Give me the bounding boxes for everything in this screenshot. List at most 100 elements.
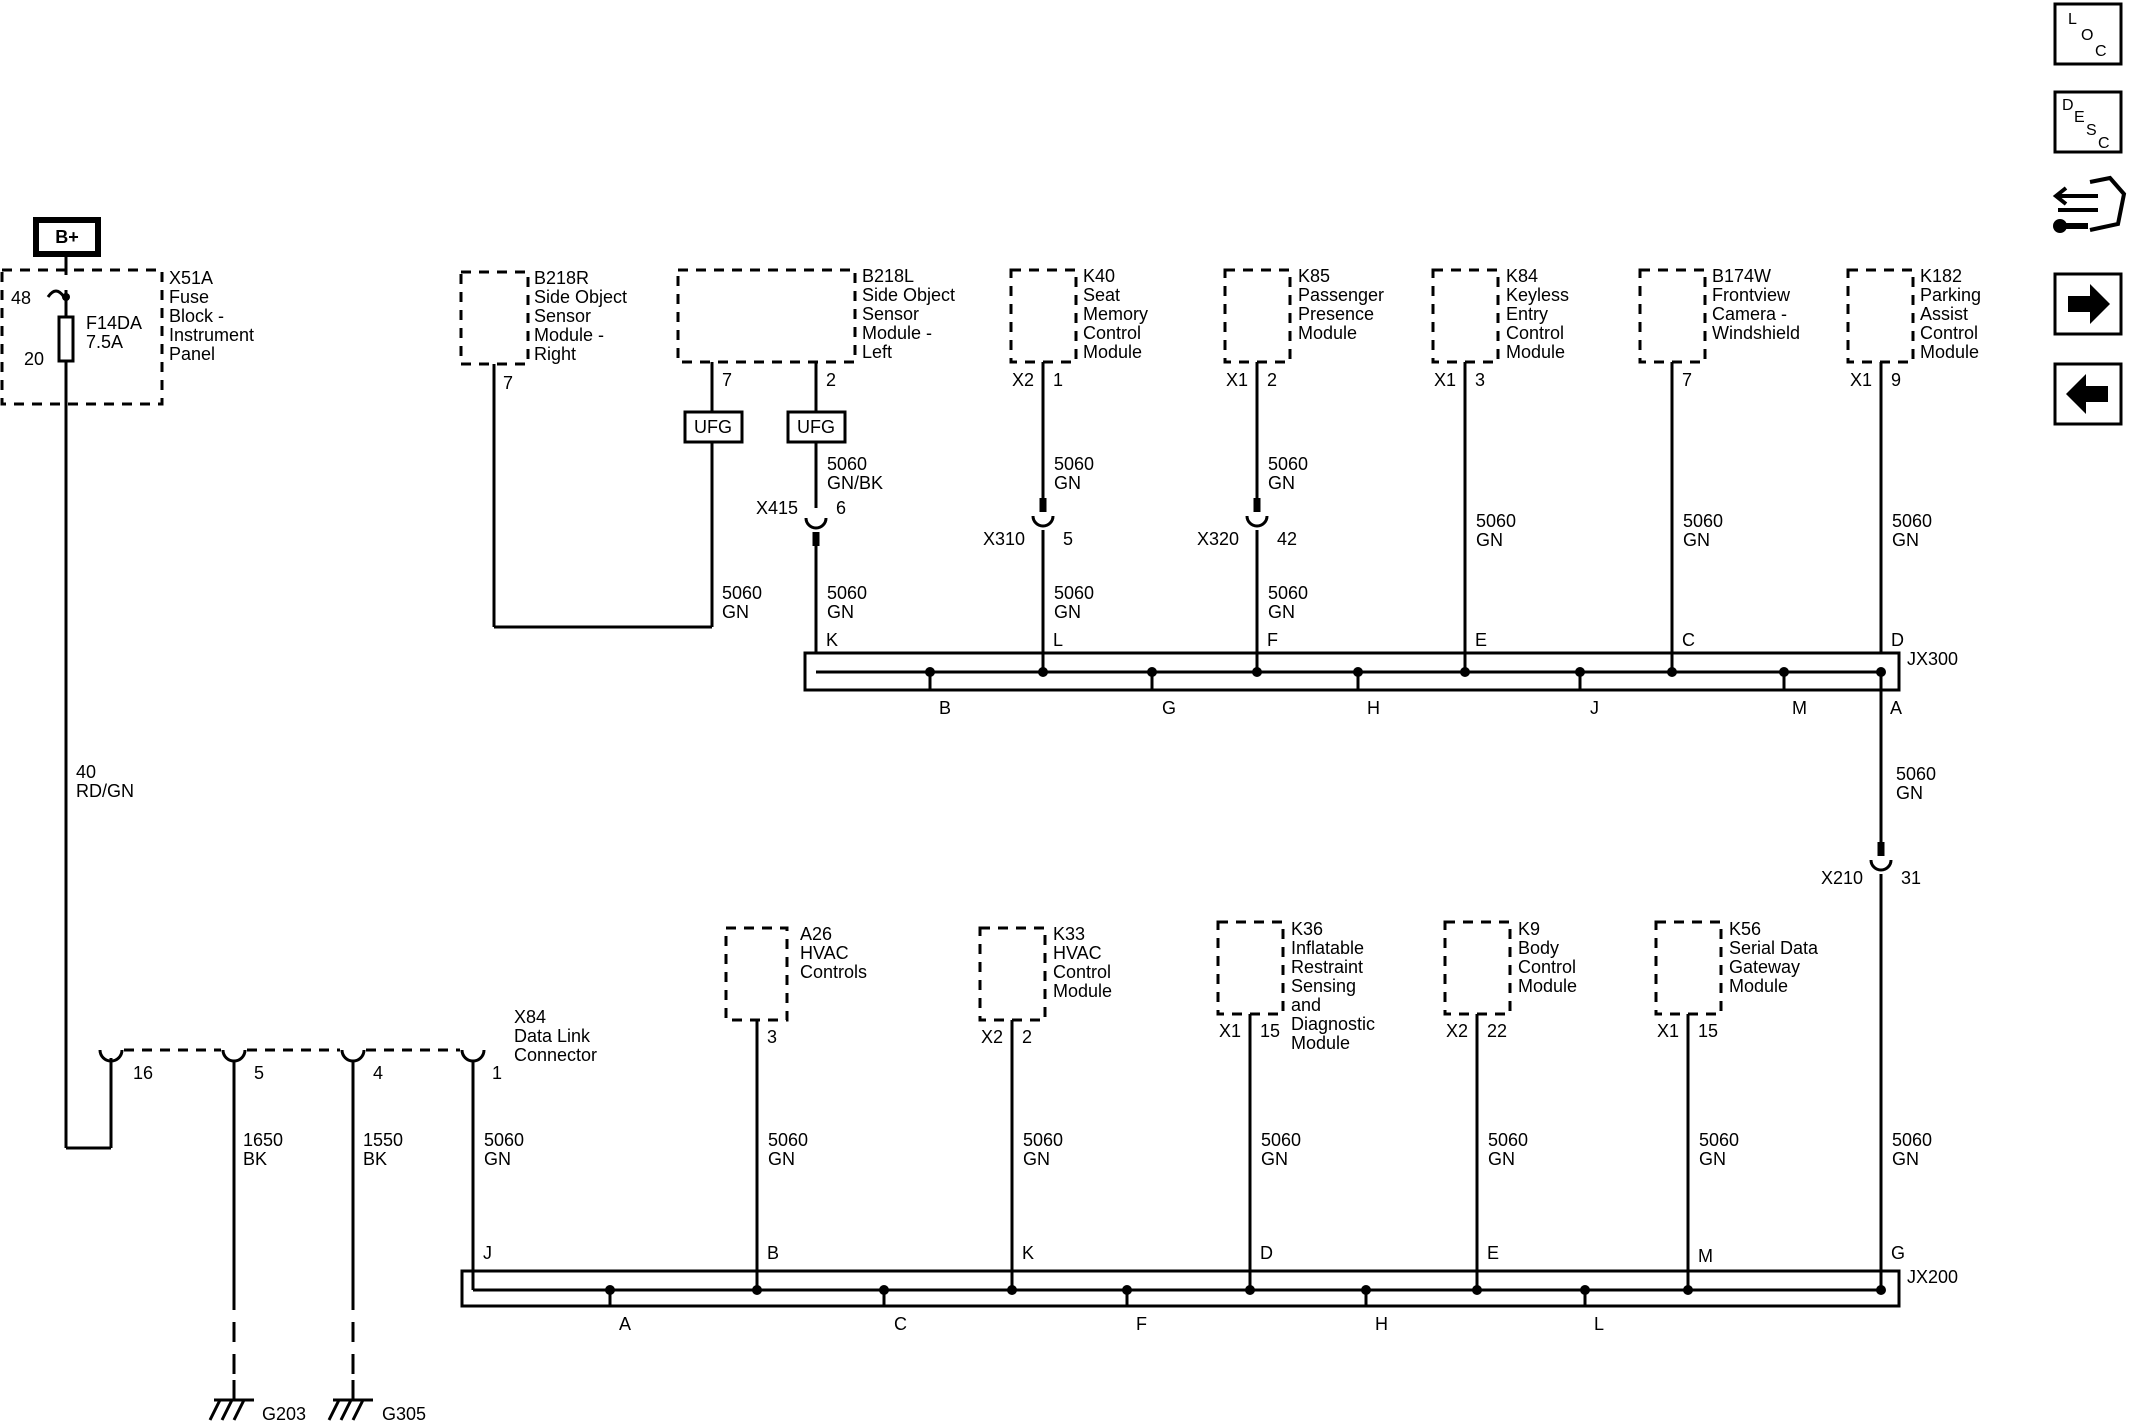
wire-k56-circuit: 5060 bbox=[1699, 1130, 1739, 1150]
module-k36-name-6: Module bbox=[1291, 1033, 1350, 1053]
ground-wire-1-color: BK bbox=[243, 1149, 267, 1169]
module-k182-name-1: Parking bbox=[1920, 285, 1981, 305]
splice-jx300-outline bbox=[803, 651, 1901, 692]
fuse-ref: F14DA bbox=[86, 313, 142, 333]
connector-wrench-icon[interactable] bbox=[2052, 175, 2127, 233]
power-wire-circuit: 40 bbox=[76, 762, 96, 782]
wire-a26-color: GN bbox=[768, 1149, 795, 1169]
module-k40-ref: K40 bbox=[1083, 266, 1115, 286]
module-b174w-box bbox=[1638, 268, 1707, 364]
jx300-pin-top-l: L bbox=[1053, 630, 1063, 650]
wire-b218l-upper-circuit: 5060 bbox=[827, 454, 867, 474]
wire-riser-bottom-circuit: 5060 bbox=[1892, 1130, 1932, 1150]
ufg-box-2 bbox=[786, 410, 847, 444]
dlc-pin-16: 16 bbox=[133, 1063, 153, 1083]
jx300-pin-bottom-a: A bbox=[1890, 698, 1902, 718]
arrow-right-icon[interactable] bbox=[2053, 272, 2123, 336]
desc-letter-e: E bbox=[2074, 109, 2085, 126]
module-k56-connector: X1 bbox=[1657, 1021, 1679, 1041]
module-k84-name-3: Control bbox=[1506, 323, 1564, 343]
jx200-pin-bottom-l: L bbox=[1594, 1314, 1604, 1334]
wire-k36-circuit: 5060 bbox=[1261, 1130, 1301, 1150]
module-k9-box bbox=[1443, 920, 1512, 1016]
jx300-pin-top-d: D bbox=[1891, 630, 1904, 650]
module-a26-box bbox=[724, 926, 789, 1022]
module-k85-pin: 2 bbox=[1267, 370, 1277, 390]
splice-jx200-outline bbox=[460, 1269, 1901, 1308]
module-k56-name-1: Serial Data bbox=[1729, 938, 1819, 958]
loc-button[interactable]: L O C bbox=[2053, 2, 2123, 66]
desc-button[interactable]: D E S C bbox=[2053, 90, 2123, 154]
dlc-pin-5: 5 bbox=[254, 1063, 264, 1083]
jx300-pin-top-e: E bbox=[1475, 630, 1487, 650]
module-k182-name-4: Module bbox=[1920, 342, 1979, 362]
dlc-name-2: Connector bbox=[514, 1045, 597, 1065]
module-b218r-name-3: Module - bbox=[534, 325, 604, 345]
module-k84-pin: 3 bbox=[1475, 370, 1485, 390]
module-k9-pin: 22 bbox=[1487, 1021, 1507, 1041]
module-k9-connector: X2 bbox=[1446, 1021, 1468, 1041]
module-k33-ref: K33 bbox=[1053, 924, 1085, 944]
loc-letter-o: O bbox=[2081, 27, 2093, 44]
fuse-symbol bbox=[57, 315, 75, 363]
module-k84-name-4: Module bbox=[1506, 342, 1565, 362]
inline-x310-pin: 5 bbox=[1063, 529, 1073, 549]
module-b174w-ref: B174W bbox=[1712, 266, 1771, 286]
inline-x320-pin: 42 bbox=[1277, 529, 1297, 549]
module-b218r-ref: B218R bbox=[534, 268, 589, 288]
dlc-pin-4: 4 bbox=[373, 1063, 383, 1083]
wire-b174w-color: GN bbox=[1683, 530, 1710, 550]
module-k33-name-1: HVAC bbox=[1053, 943, 1102, 963]
module-b218r-name-4: Right bbox=[534, 344, 576, 364]
module-k40-name-2: Memory bbox=[1083, 304, 1148, 324]
inline-x415-ref: X415 bbox=[756, 498, 798, 518]
module-k84-box bbox=[1431, 268, 1500, 364]
module-k182-box bbox=[1846, 268, 1915, 364]
wire-b218l-lower-circuit: 5060 bbox=[827, 583, 867, 603]
module-k9-name-1: Body bbox=[1518, 938, 1559, 958]
inline-x310-ref: X310 bbox=[983, 529, 1025, 549]
ufg-label-2: UFG bbox=[797, 417, 835, 437]
module-k36-box bbox=[1216, 920, 1285, 1016]
module-k40-name-1: Seat bbox=[1083, 285, 1120, 305]
module-k33-box bbox=[978, 926, 1047, 1022]
power-label: B+ bbox=[55, 227, 79, 247]
wire-k33-circuit: 5060 bbox=[1023, 1130, 1063, 1150]
fuse-block-ref: X51A bbox=[169, 268, 213, 288]
module-k33-pin: 2 bbox=[1022, 1027, 1032, 1047]
module-k182-connector: X1 bbox=[1850, 370, 1872, 390]
wire-b174w-circuit: 5060 bbox=[1683, 511, 1723, 531]
module-b218l-pin-a: 7 bbox=[722, 370, 732, 390]
module-a26-ref: A26 bbox=[800, 924, 832, 944]
wire-b218l-upper-color: GN/BK bbox=[827, 473, 883, 493]
wire-k85-upper-circuit: 5060 bbox=[1268, 454, 1308, 474]
module-b218l-name-3: Module - bbox=[862, 323, 932, 343]
wire-k9-circuit: 5060 bbox=[1488, 1130, 1528, 1150]
module-k85-name-1: Passenger bbox=[1298, 285, 1384, 305]
module-k84-ref: K84 bbox=[1506, 266, 1538, 286]
module-b218r-box bbox=[459, 270, 530, 366]
ground-wire-1-circuit: 1650 bbox=[243, 1130, 283, 1150]
wire-k182-color: GN bbox=[1892, 530, 1919, 550]
inline-x210-pin: 31 bbox=[1901, 868, 1921, 888]
module-b218r-pin: 7 bbox=[503, 373, 513, 393]
module-b218l-name-4: Left bbox=[862, 342, 892, 362]
wire-k56-color: GN bbox=[1699, 1149, 1726, 1169]
inline-x210-ref: X210 bbox=[1821, 868, 1863, 888]
module-b218l-ref: B218L bbox=[862, 266, 914, 286]
module-k56-pin: 15 bbox=[1698, 1021, 1718, 1041]
module-k56-name-2: Gateway bbox=[1729, 957, 1800, 977]
module-k40-connector: X2 bbox=[1012, 370, 1034, 390]
jx300-pin-top-f: F bbox=[1267, 630, 1278, 650]
arrow-left-icon[interactable] bbox=[2053, 362, 2123, 426]
module-b218l-name-1: Side Object bbox=[862, 285, 955, 305]
wire-k85-upper-color: GN bbox=[1268, 473, 1295, 493]
loc-letter-c: C bbox=[2095, 43, 2107, 60]
module-k40-name-3: Control bbox=[1083, 323, 1141, 343]
wire-k40-upper-circuit: 5060 bbox=[1054, 454, 1094, 474]
jx300-pin-bottom-m: M bbox=[1792, 698, 1807, 718]
jx300-pin-bottom-h: H bbox=[1367, 698, 1380, 718]
jx200-pin-bottom-h: H bbox=[1375, 1314, 1388, 1334]
fuse-block-name-3: Instrument bbox=[169, 325, 254, 345]
jx300-pin-bottom-b: B bbox=[939, 698, 951, 718]
